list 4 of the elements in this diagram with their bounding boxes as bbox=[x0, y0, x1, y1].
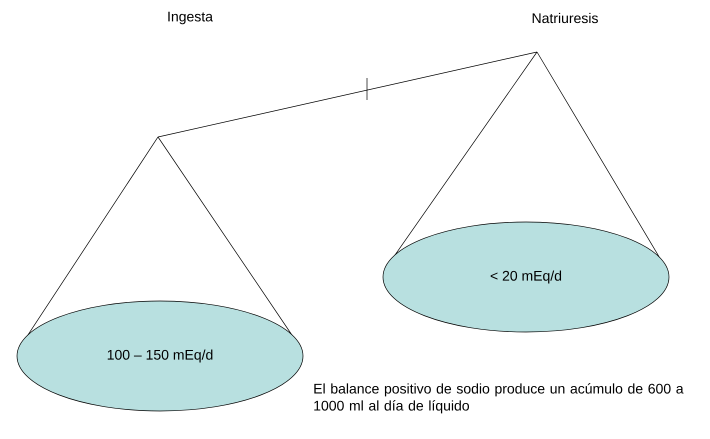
scale-pan: 100 – 150 mEq/d bbox=[16, 300, 304, 412]
side-label: Natriuresis bbox=[532, 12, 598, 24]
scale-pan: < 20 mEq/d bbox=[382, 222, 670, 332]
side-label: Ingesta bbox=[168, 12, 213, 24]
